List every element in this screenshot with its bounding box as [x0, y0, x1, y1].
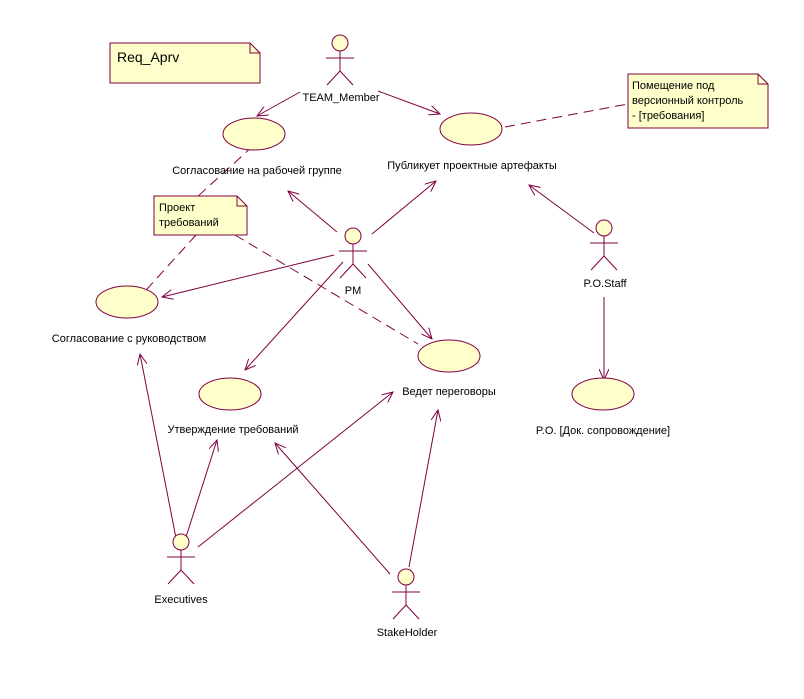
note-draft-line-1: Проект: [159, 202, 195, 214]
assoc-stake-negotiate[interactable]: [408, 410, 438, 568]
anchor-version-note-publish: [504, 103, 629, 128]
usecase-management[interactable]: Согласование с руководством: [52, 285, 206, 345]
usecase-publish-label: Публикует проектные артефакты: [387, 160, 557, 172]
actor-team-member[interactable]: TEAM_Member: [302, 34, 380, 104]
note-anchors: [137, 103, 629, 345]
assoc-pm-negotiate[interactable]: [367, 263, 432, 339]
assoc-stake-approve[interactable]: [275, 443, 391, 575]
assoc-team-publish[interactable]: [377, 90, 440, 114]
anchor-draft-note-negotiate: [234, 234, 419, 345]
note-draft-requirements[interactable]: Проект требований: [153, 195, 248, 236]
note-version-line-2: версионный контроль: [632, 95, 744, 107]
assoc-exec-management[interactable]: [140, 354, 177, 539]
usecase-workgroup[interactable]: Согласование на рабочей группе: [172, 117, 342, 177]
note-version-line-1: Помещение под: [632, 80, 715, 92]
anchor-draft-note-management: [137, 234, 197, 300]
usecase-negotiate-label: Ведет переговоры: [402, 386, 496, 398]
actor-stakeholder-label: StakeHolder: [377, 627, 438, 639]
actor-po-staff[interactable]: P.O.Staff: [583, 219, 627, 290]
actor-team-member-label: TEAM_Member: [302, 92, 379, 104]
actor-pm[interactable]: PM: [339, 227, 367, 297]
diagram-title: Req_Aprv: [117, 49, 179, 65]
note-version-control[interactable]: Помещение под версионный контроль - [тре…: [627, 73, 769, 129]
associations: [140, 90, 604, 575]
assoc-team-workgroup[interactable]: [257, 91, 301, 116]
usecase-management-label: Согласование с руководством: [52, 333, 206, 345]
assoc-pm-workgroup[interactable]: [288, 191, 338, 233]
usecase-negotiate[interactable]: Ведет переговоры: [402, 339, 496, 398]
assoc-pm-publish[interactable]: [371, 181, 436, 235]
usecase-approve[interactable]: Утверждение требований: [167, 377, 299, 436]
usecase-workgroup-label: Согласование на рабочей группе: [172, 165, 342, 177]
usecase-po-doc-label: P.O. [Док. сопровождение]: [536, 425, 670, 437]
usecase-approve-label: Утверждение требований: [167, 424, 298, 436]
actor-po-staff-label: P.O.Staff: [583, 278, 627, 290]
assoc-exec-approve[interactable]: [185, 440, 217, 538]
usecase-publish[interactable]: Публикует проектные артефакты: [387, 112, 557, 172]
note-draft-line-2: требований: [159, 217, 219, 229]
note-version-line-3: - [требования]: [632, 110, 704, 122]
assoc-exec-negotiate[interactable]: [197, 392, 393, 548]
assoc-pm-management[interactable]: [162, 254, 335, 297]
actor-pm-label: PM: [345, 285, 362, 297]
actor-stakeholder[interactable]: StakeHolder: [377, 568, 438, 639]
actor-executives[interactable]: Executives: [154, 533, 208, 606]
assoc-pm-approve[interactable]: [245, 261, 344, 370]
assoc-postaff-publish[interactable]: [529, 185, 595, 234]
diagram-title-note[interactable]: Req_Aprv: [109, 42, 261, 84]
actor-executives-label: Executives: [154, 594, 208, 606]
usecase-po-doc[interactable]: P.O. [Док. сопровождение]: [536, 377, 670, 437]
